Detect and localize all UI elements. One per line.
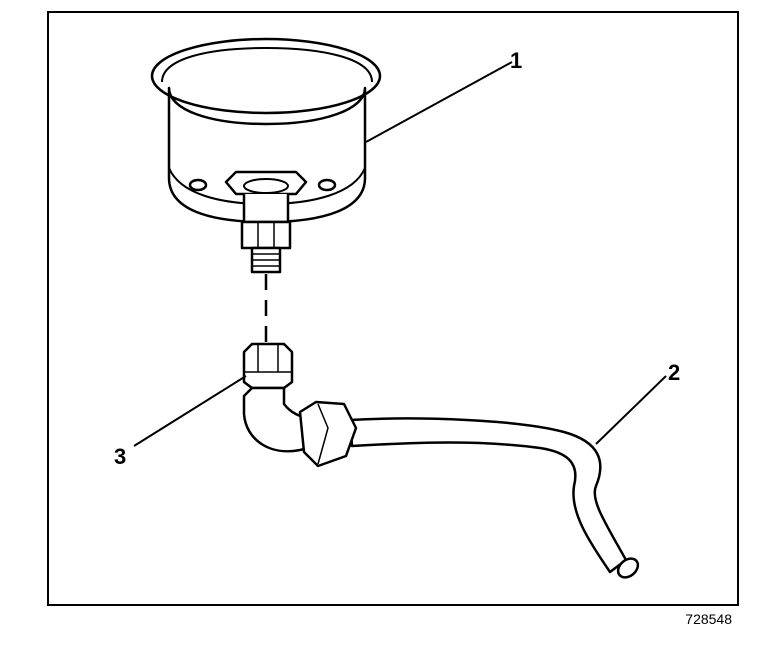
callout-1: 1 <box>510 48 522 73</box>
hose <box>348 417 640 579</box>
callout-2: 2 <box>668 360 680 385</box>
elbow-fitting <box>242 342 358 468</box>
diagram-frame <box>47 11 739 606</box>
figure-id: 728548 <box>685 611 732 627</box>
filter-housing <box>150 37 382 274</box>
callout-3: 3 <box>114 444 126 469</box>
leader-line-1 <box>365 61 513 143</box>
leader-line-3 <box>133 375 247 447</box>
leader-line-2 <box>595 375 667 445</box>
